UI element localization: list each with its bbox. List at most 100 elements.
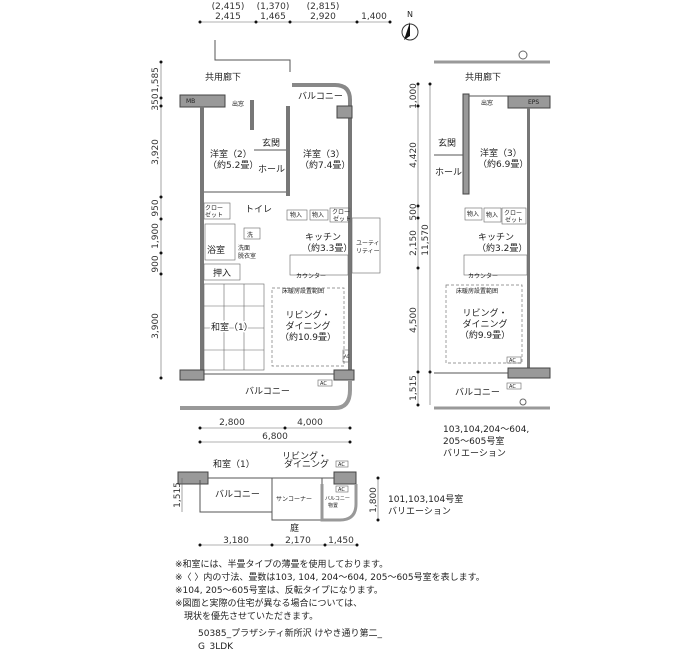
- main-plan-genkan-label: 玄関: [262, 137, 280, 149]
- left-dims-1-label: 350: [151, 93, 161, 110]
- sub-plan-left-dim-label: 1,515: [173, 482, 183, 508]
- main-plan-bedroom3-name-label: 洋室（3）: [303, 148, 345, 160]
- main-plan-ac2-label: AC: [320, 381, 327, 387]
- right-dims-5-label: 1,515: [409, 375, 419, 401]
- variation-plan-bedroom3-size-label: （約6.9畳）: [478, 158, 528, 170]
- main-plan-storage1-label: 物入: [290, 211, 302, 219]
- main-plan-toilet-label: トイレ: [245, 205, 272, 215]
- sub-plan-ac2-label: AC: [338, 487, 345, 493]
- bottom-dims-parts-0-label: 2,800: [219, 418, 245, 428]
- main-plan-dressing-1-label: 脱衣室: [238, 252, 256, 260]
- variation-plan-ac1-label: AC: [509, 358, 516, 364]
- variation-plan-floor-heating-label: 床暖房設置範囲: [456, 287, 498, 295]
- balcony-top-label: バルコニー: [298, 91, 343, 102]
- bottom-dims-parts-1-label: 4,000: [297, 418, 323, 428]
- main-plan-floor-heating-label: 床暖房設置範囲: [282, 287, 324, 295]
- variation-plan-eps-label: EPS: [528, 99, 539, 106]
- variation-plan-kitchen-size-label: （約3.2畳）: [477, 242, 527, 254]
- right-dims-1-label: 4,420: [409, 142, 419, 168]
- right-dimensions: 1,000 4,420 500 2,150 4,500 1,515 11,570: [409, 82, 432, 407]
- dim-4: 1,400: [361, 12, 387, 22]
- dim-alt-3: (2,815): [307, 2, 340, 12]
- variation-plan-corridor-label: 共用廊下: [465, 71, 501, 83]
- variation-plan-kitchen-name-label: キッチン: [478, 232, 514, 243]
- north-label: N: [407, 10, 413, 19]
- sub-plan-living-1-label: ダイニング: [284, 458, 329, 470]
- sub-plan-garden-label: 庭: [290, 522, 299, 534]
- main-plan-dressing-0-label: 洗面: [238, 244, 250, 252]
- variation-plan-bedroom3-name-label: 洋室（3）: [480, 147, 522, 159]
- main-plan-hall-label: ホール: [258, 164, 285, 175]
- dim-alt-1: (2,415): [212, 2, 245, 12]
- main-plan-washitsu-label: 和室（1）: [211, 321, 253, 333]
- main-plan-living-size-label: （約10.9畳）: [280, 331, 336, 343]
- notes-0-label: ※和室には、半畳タイプの薄畳を使用しております。: [175, 558, 388, 570]
- main-plan-mb-label: MB: [186, 98, 195, 105]
- sub-plan-bottom-dims-0-label: 3,180: [223, 536, 249, 546]
- right-dims-2-label: 500: [409, 203, 419, 220]
- footer-type: G_3LDK: [198, 642, 234, 650]
- variation-plan-caption-0-label: 103,104,204～604,: [443, 425, 529, 435]
- main-plan-utility-1-label: リティー: [356, 248, 380, 255]
- right-dims-3-label: 2,150: [409, 230, 419, 256]
- variation-plan-storage2-label: 物入: [486, 211, 498, 219]
- main-plan-living-name1-label: リビング・: [285, 309, 330, 321]
- main-plan-closet-left-0-label: クロー: [205, 205, 223, 212]
- left-dims-0-label: 1,585: [151, 67, 161, 93]
- sub-plan-bottom-dims-1-label: 2,170: [285, 536, 311, 546]
- variation-plan-living-size-label: （約9.9畳）: [460, 329, 510, 341]
- notes-1-label: ※〈 〉内の寸法、畳数は103, 104, 204～604, 205～605号室…: [175, 571, 485, 583]
- left-dims-4-label: 1,900: [151, 223, 161, 249]
- main-plan-counter-label: カウンター: [296, 272, 326, 280]
- sub-plan-balcony-label: バルコニー: [215, 489, 260, 500]
- notes-4-label: 現状を優先させていただきます。: [175, 610, 318, 622]
- main-plan-wash-label: 洗: [247, 231, 253, 239]
- variation-plan-closet-1-label: ゼット: [505, 216, 523, 224]
- dim-2: 1,465: [260, 12, 286, 22]
- right-total-label: 11,570: [421, 224, 431, 256]
- dim-alt-2: (1,370): [257, 2, 290, 12]
- main-plan-kitchen-name-label: キッチン: [305, 232, 341, 243]
- notes-2-label: ※104, 205～605号室は、反転タイプになります。: [175, 584, 383, 596]
- top-dimensions: (2,415) (1,370) (2,815) 2,415 1,465 2,92…: [198, 2, 392, 24]
- sub-plan-balcony-storage-0-label: バルコニー: [325, 496, 350, 502]
- main-plan-entrance-door-label: 出窓: [232, 100, 244, 108]
- sub-plan-bottom-dims-2-label: 1,450: [328, 536, 354, 546]
- left-dims-5-label: 900: [151, 255, 161, 272]
- main-plan-living-name2-label: ダイニング: [285, 320, 330, 332]
- variation-plan-storage1-label: 物入: [467, 210, 479, 218]
- bottom-dimensions: 2,800 4,000 6,800: [198, 418, 352, 444]
- left-dims-2-label: 3,920: [151, 139, 161, 165]
- variation-plan-genkan-label: 玄関: [438, 137, 456, 149]
- balcony-bottom-label: バルコニー: [245, 386, 290, 397]
- sub-plan-sun-corner-label: サンコーナー: [276, 496, 312, 503]
- notes-3-label: ※図面と実際の住宅が異なる場合については、: [175, 597, 362, 609]
- sub-plan-washitsu-label: 和室（1）: [213, 458, 255, 470]
- main-plan-bedroom3-size-label: （約7.4畳）: [300, 159, 350, 171]
- main-plan-kitchen-size-label: （約3.3畳）: [302, 242, 352, 254]
- corridor-label: 共用廊下: [205, 71, 241, 83]
- main-plan-utility-0-label: ユーティ: [356, 240, 380, 247]
- variation-plan-living-name2-label: ダイニング: [462, 318, 507, 330]
- variation-plan: 共用廊下 出窓 EPS 玄関 ホール 洋室（3） （約6.9畳） 物入 物入 ク…: [434, 50, 551, 459]
- sub-plan-caption-1-label: バリエーション: [388, 506, 451, 517]
- main-plan-storage2-label: 物入: [312, 211, 324, 219]
- variation-plan-balcony-label: バルコニー: [455, 387, 500, 398]
- left-dimensions: 1,585 350 3,920 950 1,900 900 3,900: [151, 60, 163, 380]
- dim-3: 2,920: [310, 12, 336, 22]
- main-plan-closet-right-1-label: ゼット: [333, 215, 351, 223]
- sub-plan-balcony-storage-1-label: 物置: [328, 502, 338, 509]
- sub-plan-ac1-label: AC: [338, 462, 345, 468]
- notes: ※和室には、半畳タイプの薄畳を使用しております。 ※〈 〉内の寸法、畳数は103…: [175, 558, 485, 650]
- variation-plan-entrance-door-label: 出窓: [481, 99, 493, 107]
- variation-plan-caption-1-label: 205～605号室: [443, 435, 504, 447]
- variation-plan-counter-label: カウンター: [468, 272, 498, 280]
- variation-plan-ac2-label: AC: [509, 384, 516, 390]
- left-dims-3-label: 950: [151, 199, 161, 216]
- north-arrow-icon: N: [401, 10, 419, 41]
- sub-plan-living-0-label: リビング・: [282, 450, 327, 462]
- main-plan-bath-label: 浴室: [207, 244, 225, 256]
- dim-1: 2,415: [215, 12, 241, 22]
- footer-property-name: 50385_プラザシティ新所沢 けやき通り第二_: [198, 627, 382, 639]
